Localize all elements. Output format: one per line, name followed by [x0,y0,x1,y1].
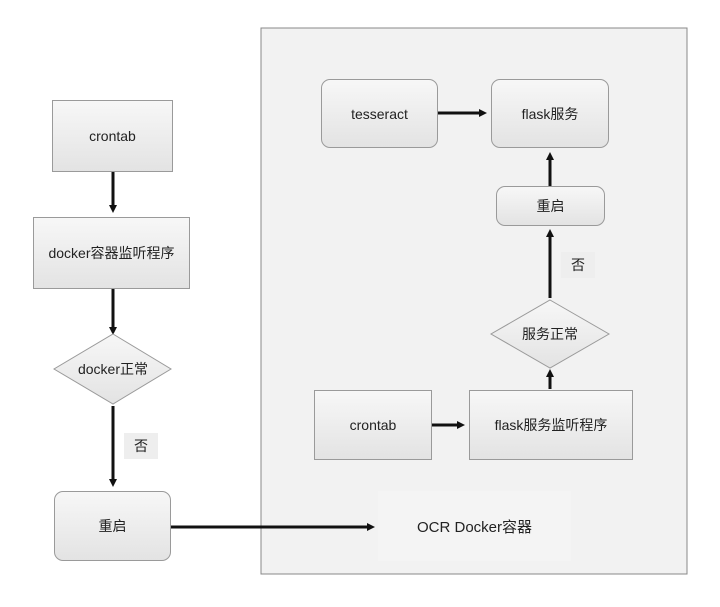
flask-service-node: flask服务 [491,79,609,148]
docker-ok-decision-shape [53,333,172,405]
container-crontab-label: crontab [349,417,397,433]
container-crontab-node: crontab [314,390,432,460]
ocr-docker-container-label: OCR Docker容器 [378,491,571,561]
container-no-label: 否 [561,252,595,278]
left-crontab-node: crontab [52,100,173,172]
left-no-label: 否 [124,433,158,459]
flask-monitor-node: flask服务监听程序 [469,390,633,460]
flask-service-label: flask服务 [521,105,579,122]
docker-monitor-label: docker容器监听程序 [48,245,175,261]
docker-ok-decision-label: docker正常 [77,361,149,377]
service-ok-decision-label: 服务正常 [522,326,578,342]
container-restart-label: 重启 [536,198,565,214]
docker-monitor-node: docker容器监听程序 [33,217,190,289]
service-ok-decision-shape [489,299,611,369]
tesseract-label: tesseract [351,105,408,122]
left-crontab-label: crontab [89,128,136,144]
tesseract-node: tesseract [321,79,438,148]
container-restart-node: 重启 [496,186,605,226]
left-restart-node: 重启 [54,491,171,561]
left-restart-label: 重启 [98,518,127,534]
flask-monitor-label: flask服务监听程序 [494,417,608,433]
